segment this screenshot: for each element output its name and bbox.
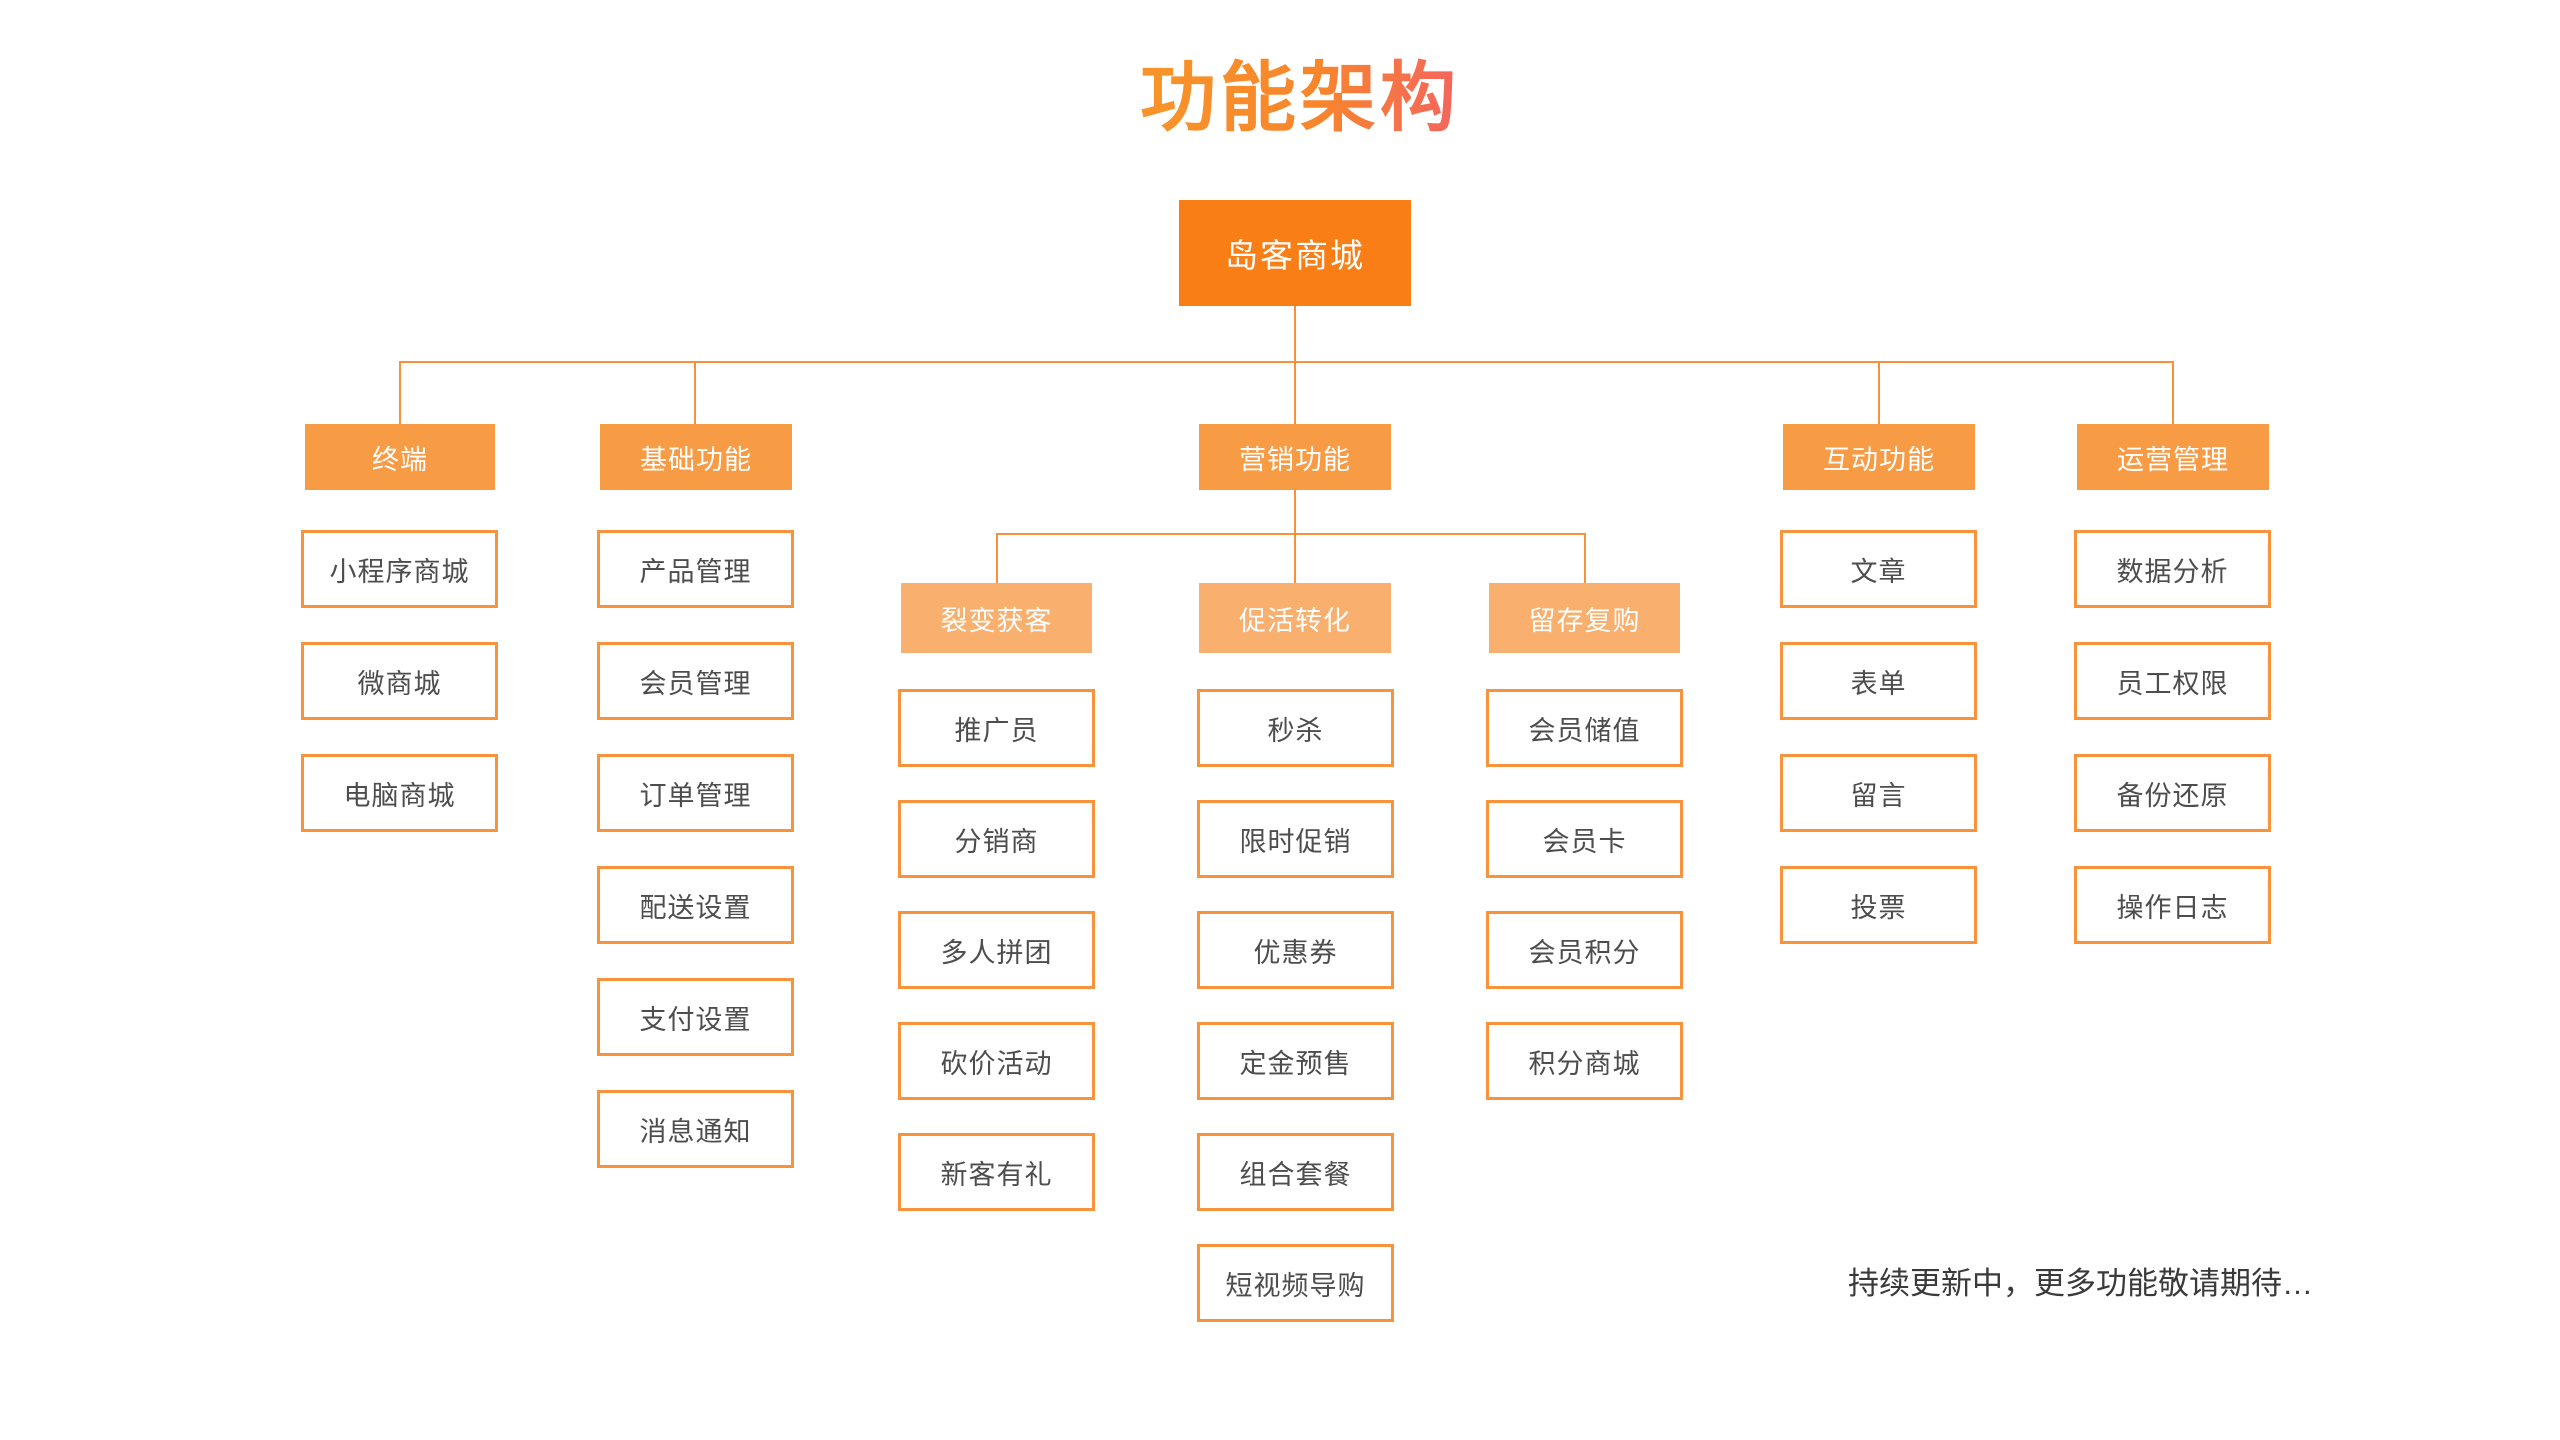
- subgroup-node-activation: 促活转化: [1199, 583, 1391, 653]
- leaf-node: 限时促销: [1197, 800, 1394, 878]
- leaf-node: 表单: [1780, 642, 1977, 720]
- leaf-node: 投票: [1780, 866, 1977, 944]
- connector-root-stub: [1294, 306, 1296, 361]
- leaf-node: 会员卡: [1486, 800, 1683, 878]
- leaf-node: 会员储值: [1486, 689, 1683, 767]
- connector-drop-basic: [694, 361, 696, 424]
- leaf-node: 多人拼团: [898, 911, 1095, 989]
- branch-node-basic-functions: 基础功能: [600, 424, 792, 490]
- branch-node-terminal: 终端: [305, 424, 495, 490]
- leaf-node: 订单管理: [597, 754, 794, 832]
- connector-marketing-stub: [1294, 490, 1296, 533]
- leaf-node: 会员积分: [1486, 911, 1683, 989]
- leaf-node: 优惠券: [1197, 911, 1394, 989]
- leaf-node: 数据分析: [2074, 530, 2271, 608]
- subgroup-node-fission: 裂变获客: [901, 583, 1092, 653]
- leaf-node: 配送设置: [597, 866, 794, 944]
- branch-node-marketing: 营销功能: [1199, 424, 1391, 490]
- leaf-node: 组合套餐: [1197, 1133, 1394, 1211]
- connector-main-bus: [399, 361, 2174, 363]
- footer-note: 持续更新中，更多功能敬请期待…: [1848, 1266, 2313, 1301]
- connector-drop-fission: [996, 533, 998, 583]
- leaf-node: 文章: [1780, 530, 1977, 608]
- leaf-node: 电脑商城: [301, 754, 498, 832]
- leaf-node: 备份还原: [2074, 754, 2271, 832]
- leaf-node: 秒杀: [1197, 689, 1394, 767]
- leaf-node: 微商城: [301, 642, 498, 720]
- page-title: 功能架构: [1140, 36, 1460, 146]
- leaf-node: 短视频导购: [1197, 1244, 1394, 1322]
- leaf-node: 分销商: [898, 800, 1095, 878]
- leaf-node: 小程序商城: [301, 530, 498, 608]
- branch-node-interactive: 互动功能: [1783, 424, 1975, 490]
- leaf-node: 操作日志: [2074, 866, 2271, 944]
- connector-drop-terminal: [399, 361, 401, 424]
- leaf-node: 产品管理: [597, 530, 794, 608]
- connector-drop-marketing: [1294, 361, 1296, 424]
- leaf-node: 消息通知: [597, 1090, 794, 1168]
- leaf-node: 推广员: [898, 689, 1095, 767]
- leaf-node: 会员管理: [597, 642, 794, 720]
- connector-drop-operations: [2172, 361, 2174, 424]
- connector-drop-interactive: [1878, 361, 1880, 424]
- root-node: 岛客商城: [1179, 200, 1411, 306]
- branch-node-operations: 运营管理: [2077, 424, 2269, 490]
- leaf-node: 积分商城: [1486, 1022, 1683, 1100]
- leaf-node: 员工权限: [2074, 642, 2271, 720]
- leaf-node: 新客有礼: [898, 1133, 1095, 1211]
- connector-marketing-bus: [996, 533, 1586, 535]
- leaf-node: 留言: [1780, 754, 1977, 832]
- leaf-node: 定金预售: [1197, 1022, 1394, 1100]
- connector-drop-activation: [1294, 533, 1296, 583]
- subgroup-node-retention: 留存复购: [1489, 583, 1680, 653]
- connector-drop-retention: [1584, 533, 1586, 583]
- leaf-node: 支付设置: [597, 978, 794, 1056]
- leaf-node: 砍价活动: [898, 1022, 1095, 1100]
